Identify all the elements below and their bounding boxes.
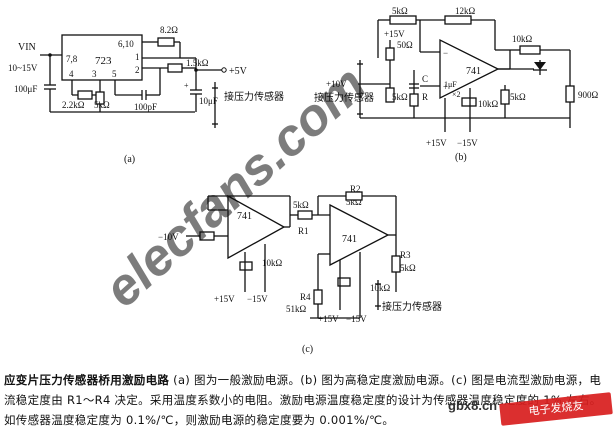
panel-b-circuit: 5kΩ 12kΩ +15V 50Ω 741 − + 10kΩ: [314, 6, 599, 163]
opamp-741-c1-label: 741: [237, 211, 252, 222]
c-100pf-label: 100pF: [134, 102, 157, 112]
vout-label: +5V: [229, 66, 248, 77]
r-2k2-label: 2.2kΩ: [62, 100, 85, 110]
vin-c-label: −10V: [158, 232, 179, 242]
opamp-741-b: [439, 38, 500, 100]
r2-label: R2: [350, 184, 361, 194]
r1-label: R1: [298, 226, 309, 236]
r2-val-label: 5kΩ: [346, 197, 362, 207]
r-10k-2-label: 10kΩ: [370, 283, 391, 293]
pin-5: 5: [112, 69, 117, 79]
svg-text:+: +: [443, 82, 448, 92]
vin-b-label: +10V: [326, 79, 347, 89]
ic-723-box: [61, 34, 143, 81]
pin-1: 1: [135, 52, 140, 62]
opamp-741-c2-label: 741: [342, 234, 357, 245]
pin-6-10: 6,10: [118, 39, 134, 49]
panel-b-label: (b): [455, 152, 467, 163]
r-5k-top-label: 5kΩ: [392, 6, 408, 16]
vneg-b-label: −15V: [457, 138, 478, 148]
panel-a-circuit: 723 6,10 7,8 1 2 3 4 5 VIN 10~15V 100μF …: [8, 25, 284, 165]
sensor-label-c: 接压力传感器: [382, 300, 442, 313]
r-10k-out-label: 10kΩ: [512, 34, 533, 44]
r3-label: R3: [400, 250, 411, 260]
vpos-c1-label: +15V: [214, 294, 235, 304]
x2-label: ×2: [452, 90, 461, 99]
opamp-741-c1: [227, 194, 286, 260]
vin-label: VIN: [18, 42, 36, 53]
caption-title: 应变片压力传感器桥用激励电路: [4, 373, 170, 387]
c-in-label: 100μF: [14, 84, 37, 94]
r-5k-left-label: 5kΩ: [392, 92, 408, 102]
pin-2: 2: [135, 65, 140, 75]
footer-url: gbx8.cn: [448, 398, 498, 413]
vneg-c2-label: −15V: [346, 314, 367, 324]
ic-723-label: 723: [95, 55, 112, 67]
panel-c-circuit: 741 −10V 5kΩ R1 R2 5kΩ 741 R3 5kΩ: [158, 184, 442, 355]
pin-3: 3: [92, 69, 97, 79]
sensor-label-b: 接压力传感器: [314, 91, 374, 104]
c-1u-label: 1μF: [444, 80, 457, 89]
r-1k5-label: 1.5kΩ: [186, 58, 209, 68]
r4-val-label: 51kΩ: [286, 304, 307, 314]
vpos-b-label: +15V: [426, 138, 447, 148]
r-5k-right-label: 5kΩ: [510, 92, 526, 102]
r-b-label: R: [422, 92, 428, 102]
pin-7-8: 7,8: [66, 54, 78, 64]
r-10k-1-label: 10kΩ: [262, 258, 283, 268]
pin-4: 4: [69, 69, 74, 79]
supply-top-label: +15V: [384, 29, 405, 39]
panel-a-label: (a): [124, 154, 135, 165]
opamp-741-b-label: 741: [466, 66, 481, 77]
figure-caption: 应变片压力传感器桥用激励电路 (a) 图为一般激励电源。(b) 图为高稳定度激励…: [4, 370, 612, 430]
r-12k-label: 12kΩ: [455, 6, 476, 16]
r-900-label: 900Ω: [578, 90, 599, 100]
sensor-label-a: 接压力传感器: [224, 90, 284, 103]
caption-body: (a) 图为一般激励电源。(b) 图为高稳定度激励电源。(c) 图是电流型激励电…: [4, 373, 602, 427]
vneg-c1-label: −15V: [247, 294, 268, 304]
r-5k-mid-label: 5kΩ: [293, 200, 309, 210]
svg-text:+: +: [184, 81, 189, 90]
vin-range: 10~15V: [8, 63, 38, 73]
c-b-label: C: [422, 74, 428, 84]
c-out-label: 10μF: [199, 96, 218, 106]
opamp-741-c2: [329, 203, 390, 267]
r4-label: R4: [300, 292, 311, 302]
r-5k-label: 5kΩ: [94, 100, 110, 110]
r-50-label: 50Ω: [397, 40, 413, 50]
vpos-c2-label: +15V: [318, 314, 339, 324]
r-8r2-label: 8.2Ω: [160, 25, 178, 35]
panel-c-label: (c): [302, 344, 313, 355]
r3-val-label: 5kΩ: [400, 263, 416, 273]
r-10k-bot-label: 10kΩ: [478, 99, 499, 109]
svg-text:−: −: [443, 48, 448, 58]
